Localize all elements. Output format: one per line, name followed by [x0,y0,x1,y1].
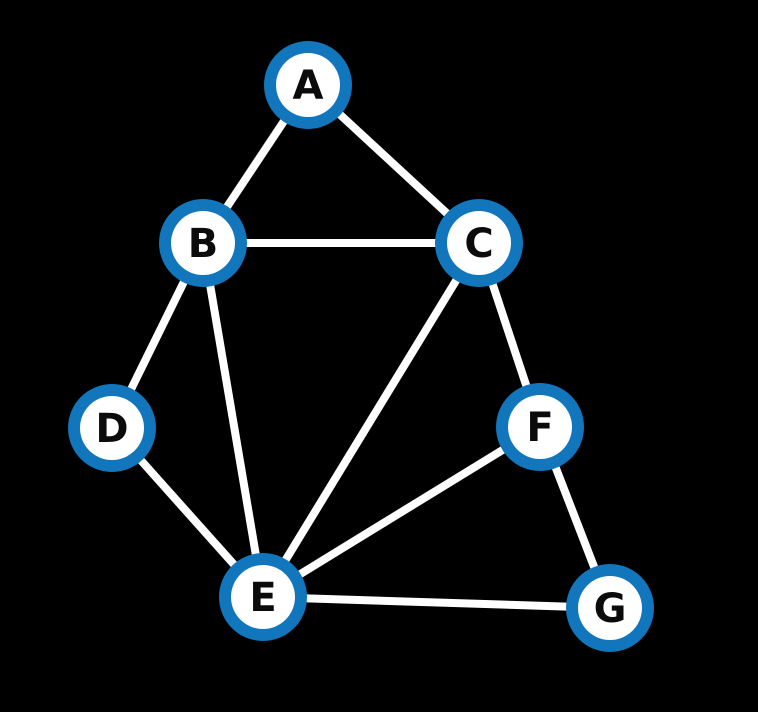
node-label-g: G [594,586,627,632]
node-inner-e [231,565,295,629]
edges-layer [108,82,614,612]
graph-node-d[interactable]: D [68,384,156,472]
node-inner-f [508,395,572,459]
graph-edge-e-f [260,423,543,601]
node-inner-b [171,211,235,275]
node-label-f: F [526,405,553,451]
node-inner-c [447,211,511,275]
graph-edge-c-e [259,240,483,600]
graph-node-a[interactable]: A [264,41,352,129]
node-inner-d [80,396,144,460]
node-label-a: A [293,63,324,109]
graph-node-c[interactable]: C [435,199,523,287]
graph-node-g[interactable]: G [566,564,654,652]
graph-node-f[interactable]: F [496,383,584,471]
node-label-d: D [95,406,128,452]
graph-node-e[interactable]: E [219,553,307,641]
node-inner-g [578,576,642,640]
graph-node-b[interactable]: B [159,199,247,287]
nodes-layer: A B C D E F G [68,41,654,652]
node-label-e: E [249,575,276,621]
graph-edge-e-g [262,593,611,612]
graph-edge-b-e [199,242,267,598]
node-label-b: B [188,221,219,267]
node-inner-a [276,53,340,117]
node-label-c: C [464,221,493,267]
